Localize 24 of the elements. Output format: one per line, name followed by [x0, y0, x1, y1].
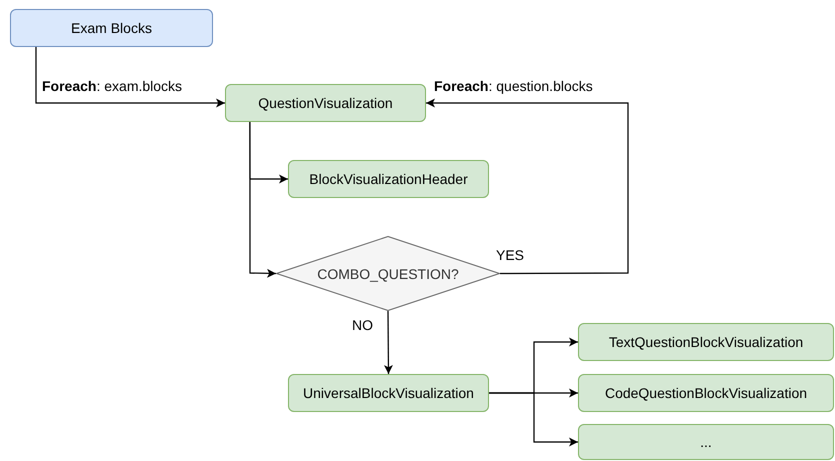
process-box	[578, 424, 834, 460]
process-box	[225, 84, 426, 122]
process-box	[288, 374, 489, 412]
process-box	[288, 160, 489, 198]
node-text: QuestionVisualization	[258, 95, 393, 111]
arrow	[426, 98, 629, 274]
process-box	[578, 323, 834, 361]
node-text: TextQuestionBlockVisualization	[608, 334, 804, 350]
start-box	[10, 9, 213, 47]
loop-label: Foreach: question.blocks	[432, 78, 595, 94]
arrow	[384, 311, 393, 374]
edge-label: NO	[350, 317, 375, 333]
arrow	[249, 122, 276, 278]
arrow	[489, 392, 578, 446]
node-text: BlockVisualizationHeader	[309, 171, 468, 187]
node-text: COMBO_QUESTION?	[317, 266, 459, 282]
edge-label: YES	[494, 247, 526, 263]
node-text: CodeQuestionBlockVisualization	[604, 385, 808, 401]
arrow	[35, 47, 225, 108]
process-box	[578, 374, 834, 412]
node-text: UniversalBlockVisualization	[303, 385, 474, 401]
edge-label: Foreach: exam.blocks	[40, 78, 184, 94]
node-text: Exam Blocks	[71, 20, 152, 36]
node-text: ...	[700, 434, 712, 450]
